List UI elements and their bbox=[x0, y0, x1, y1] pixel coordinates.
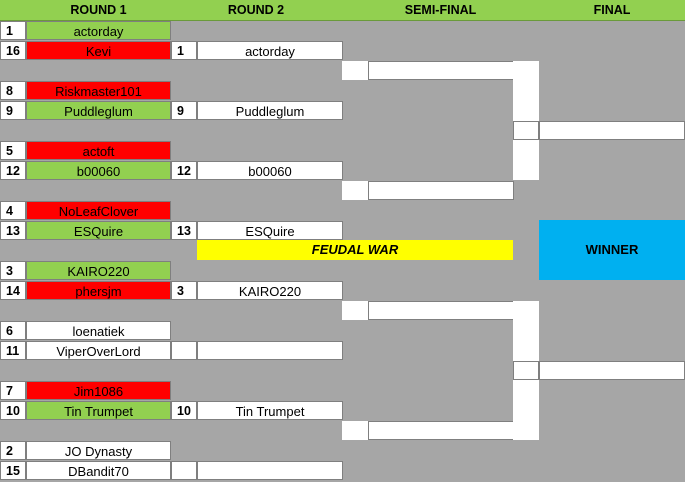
round1-seed: 15 bbox=[0, 461, 26, 480]
event-banner: FEUDAL WAR bbox=[197, 240, 513, 260]
round1-team-7[interactable]: NoLeafClover bbox=[26, 201, 171, 220]
round1-seed: 5 bbox=[0, 141, 26, 160]
round1-team-8[interactable]: ESQuire bbox=[26, 221, 171, 240]
semi-final-slot-3[interactable] bbox=[368, 301, 514, 320]
round1-team-15[interactable]: JO Dynasty bbox=[26, 441, 171, 460]
final-seed bbox=[513, 121, 539, 140]
round1-team-4[interactable]: Puddleglum bbox=[26, 101, 171, 120]
round1-team-3[interactable]: Riskmaster101 bbox=[26, 81, 171, 100]
round1-team-9[interactable]: KAIRO220 bbox=[26, 261, 171, 280]
round1-seed: 1 bbox=[0, 21, 26, 40]
round2-seed: 9 bbox=[171, 101, 197, 120]
header-round2: ROUND 2 bbox=[227, 3, 285, 17]
round2-team-5[interactable]: KAIRO220 bbox=[197, 281, 343, 300]
round1-seed: 11 bbox=[0, 341, 26, 360]
semi-connector bbox=[342, 421, 368, 440]
semi-connector bbox=[342, 61, 368, 80]
round1-team-2[interactable]: Kevi bbox=[26, 41, 171, 60]
round1-team-13[interactable]: Jim1086 bbox=[26, 381, 171, 400]
semi-final-slot-2[interactable] bbox=[368, 181, 514, 200]
header-semi-final: SEMI-FINAL bbox=[404, 3, 477, 17]
final-slot-2[interactable] bbox=[539, 361, 685, 380]
round2-seed: 12 bbox=[171, 161, 197, 180]
semi-connector bbox=[342, 181, 368, 200]
round1-team-6[interactable]: b00060 bbox=[26, 161, 171, 180]
header-final: FINAL bbox=[593, 3, 631, 17]
final-seed bbox=[513, 361, 539, 380]
round1-seed: 9 bbox=[0, 101, 26, 120]
round2-team-4[interactable]: ESQuire bbox=[197, 221, 343, 240]
round1-seed: 10 bbox=[0, 401, 26, 420]
final-slot-1[interactable] bbox=[539, 121, 685, 140]
round2-team-8[interactable] bbox=[197, 461, 343, 480]
round1-seed: 7 bbox=[0, 381, 26, 400]
round1-team-5[interactable]: actoft bbox=[26, 141, 171, 160]
round1-team-16[interactable]: DBandit70 bbox=[26, 461, 171, 480]
round1-seed: 14 bbox=[0, 281, 26, 300]
round2-seed bbox=[171, 461, 197, 480]
header-round1: ROUND 1 bbox=[70, 3, 127, 17]
round1-team-12[interactable]: ViperOverLord bbox=[26, 341, 171, 360]
semi-final-slot-4[interactable] bbox=[368, 421, 514, 440]
round1-seed: 4 bbox=[0, 201, 26, 220]
winner-box[interactable]: WINNER bbox=[539, 220, 685, 280]
round2-team-3[interactable]: b00060 bbox=[197, 161, 343, 180]
round1-team-10[interactable]: phersjm bbox=[26, 281, 171, 300]
round1-seed: 13 bbox=[0, 221, 26, 240]
round2-seed: 13 bbox=[171, 221, 197, 240]
semi-connector bbox=[342, 301, 368, 320]
semi-final-slot-1[interactable] bbox=[368, 61, 514, 80]
round1-seed: 8 bbox=[0, 81, 26, 100]
round1-seed: 12 bbox=[0, 161, 26, 180]
round1-seed: 16 bbox=[0, 41, 26, 60]
round1-team-11[interactable]: loenatiek bbox=[26, 321, 171, 340]
final-connector-top bbox=[513, 61, 539, 180]
round1-team-1[interactable]: actorday bbox=[26, 21, 171, 40]
round2-seed: 10 bbox=[171, 401, 197, 420]
round2-seed bbox=[171, 341, 197, 360]
round1-seed: 6 bbox=[0, 321, 26, 340]
round2-team-7[interactable]: Tin Trumpet bbox=[197, 401, 343, 420]
round2-team-1[interactable]: actorday bbox=[197, 41, 343, 60]
round1-seed: 3 bbox=[0, 261, 26, 280]
round1-seed: 2 bbox=[0, 441, 26, 460]
round2-seed: 3 bbox=[171, 281, 197, 300]
round2-team-2[interactable]: Puddleglum bbox=[197, 101, 343, 120]
round2-team-6[interactable] bbox=[197, 341, 343, 360]
round1-team-14[interactable]: Tin Trumpet bbox=[26, 401, 171, 420]
round2-seed: 1 bbox=[171, 41, 197, 60]
header-bar bbox=[0, 0, 685, 21]
